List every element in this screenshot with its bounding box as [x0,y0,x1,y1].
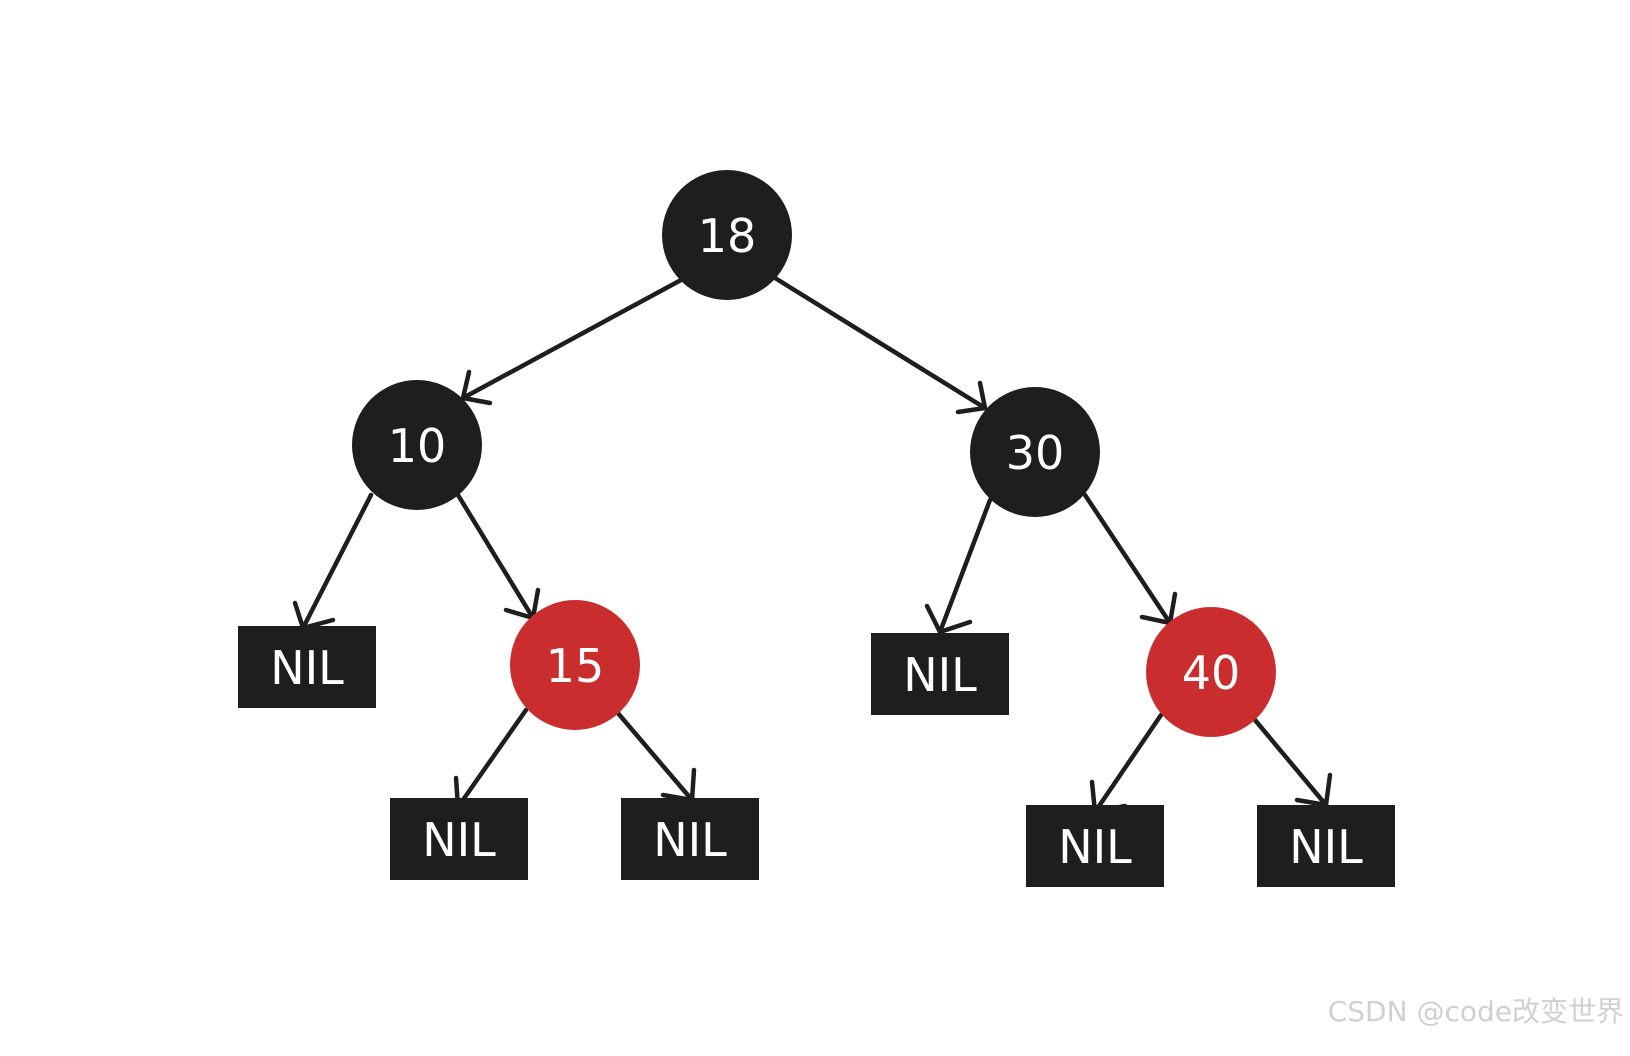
csdn-watermark: CSDN @code改变世界 [1327,995,1624,1028]
nil-leaf-40-left-label: NIL [1058,820,1132,874]
nil-leaf-40-right-label: NIL [1289,820,1363,874]
node-30-label: 30 [1006,426,1065,480]
edge-30-40 [1082,492,1178,626]
edge-40-nil-right [1252,717,1333,808]
edge-15-nil-right [614,709,697,803]
nil-leaf-10: NIL [238,626,376,708]
nil-leaf-15-right-label: NIL [653,813,727,867]
node-40-label: 40 [1182,646,1241,700]
nil-leaf-40-right: NIL [1257,805,1395,887]
edge-18-30 [772,275,988,415]
nil-leaf-30-label: NIL [903,648,977,702]
tree-edges [292,275,1333,815]
nil-leaf-40-left: NIL [1026,805,1164,887]
nil-leaf-15-left-label: NIL [422,813,496,867]
edge-30-nil [924,497,993,635]
node-30: 30 [970,387,1100,517]
node-15-label: 15 [546,639,605,693]
node-18: 18 [662,170,792,300]
nil-leaf-10-label: NIL [270,641,344,695]
nil-leaf-30: NIL [871,633,1009,715]
node-10: 10 [352,380,482,510]
nil-leaf-15-left: NIL [390,798,528,880]
edge-18-10 [460,277,684,406]
node-40: 40 [1146,607,1276,737]
edge-10-nil [292,492,374,631]
node-18-label: 18 [698,209,757,263]
edge-10-15 [455,492,541,621]
node-15: 15 [510,600,640,730]
nil-leaf-15-right: NIL [621,798,759,880]
edge-40-nil-left [1089,712,1164,815]
edge-15-nil-left [453,707,529,810]
node-10-label: 10 [388,419,447,473]
